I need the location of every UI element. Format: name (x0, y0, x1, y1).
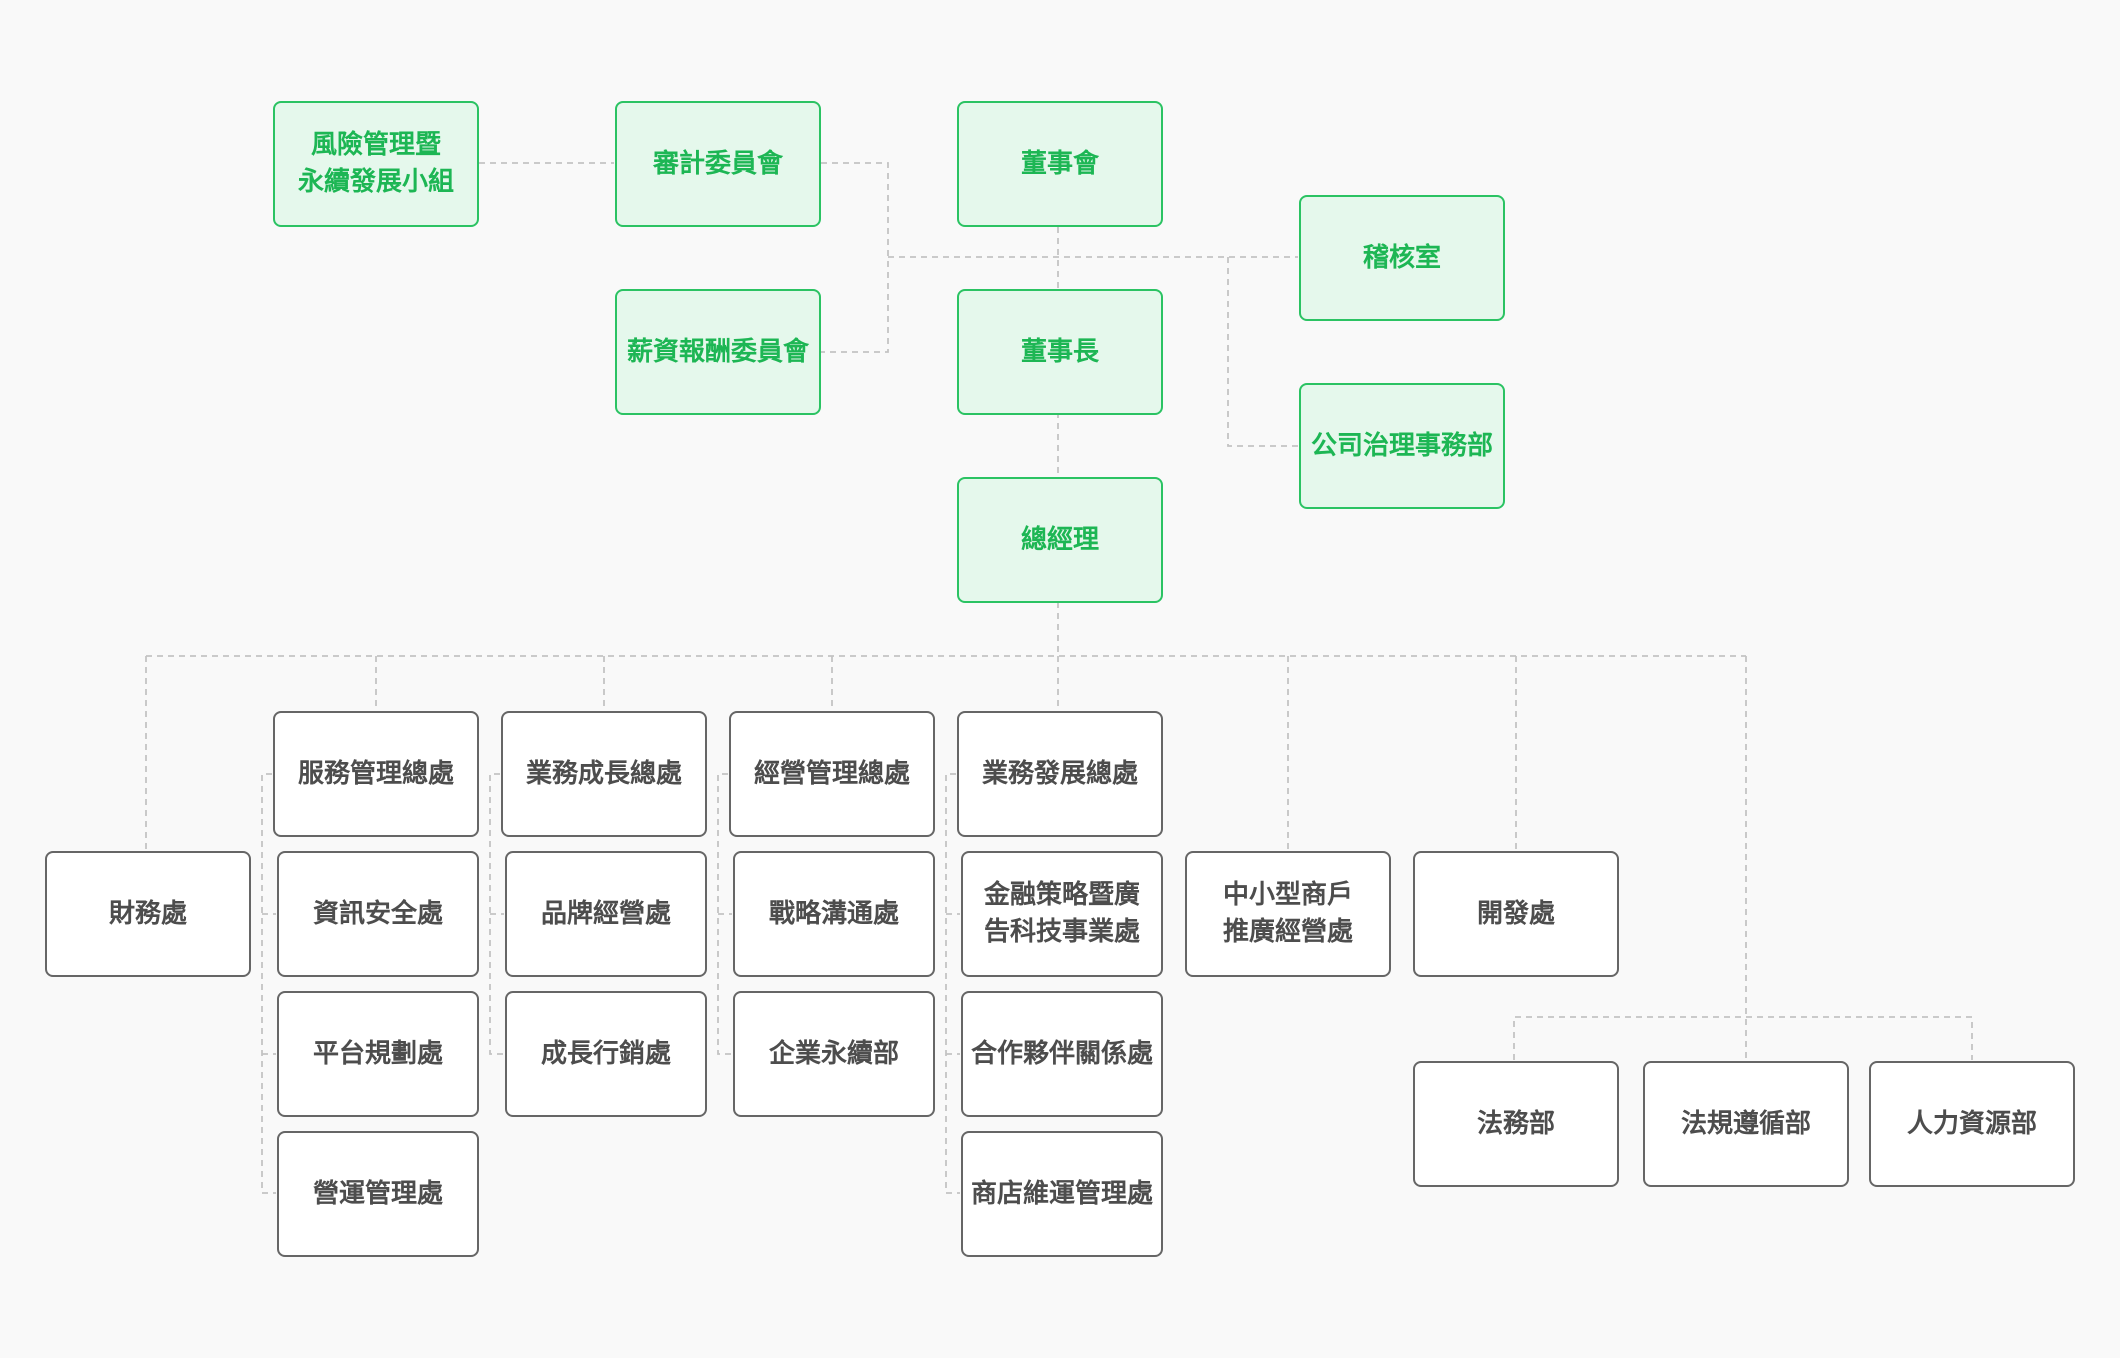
platform-planning-box[interactable]: 平台規劃處 (277, 991, 479, 1117)
business-development-division-box[interactable]: 業務發展總處 (957, 711, 1163, 837)
connector (1227, 257, 1298, 447)
fintech-adtech-box[interactable]: 金融策略暨廣 告科技事業處 (961, 851, 1163, 977)
partner-relations-box[interactable]: 合作夥伴關係處 (961, 991, 1163, 1117)
corporate-governance-box[interactable]: 公司治理事務部 (1299, 383, 1505, 509)
connector (489, 773, 504, 1055)
connector (261, 773, 276, 1194)
connector (945, 773, 960, 1194)
corporate-sustainability-box[interactable]: 企業永續部 (733, 991, 935, 1117)
information-security-box[interactable]: 資訊安全處 (277, 851, 479, 977)
connector (821, 162, 889, 353)
audit-committee-box[interactable]: 審計委員會 (615, 101, 821, 227)
compensation-committee-box[interactable]: 薪資報酬委員會 (615, 289, 821, 415)
chairman-box[interactable]: 董事長 (957, 289, 1163, 415)
service-management-division-box[interactable]: 服務管理總處 (273, 711, 479, 837)
legal-department-box[interactable]: 法務部 (1413, 1061, 1619, 1187)
board-of-directors-box[interactable]: 董事會 (957, 101, 1163, 227)
president-box[interactable]: 總經理 (957, 477, 1163, 603)
connector (717, 773, 732, 1055)
compliance-department-box[interactable]: 法規遵循部 (1643, 1061, 1849, 1187)
operations-management-division-box[interactable]: 經營管理總處 (729, 711, 935, 837)
strategic-communication-box[interactable]: 戰略溝通處 (733, 851, 935, 977)
connector (1513, 1016, 1973, 1060)
development-department-box[interactable]: 開發處 (1413, 851, 1619, 977)
brand-management-box[interactable]: 品牌經營處 (505, 851, 707, 977)
internal-audit-box[interactable]: 稽核室 (1299, 195, 1505, 321)
growth-marketing-box[interactable]: 成長行銷處 (505, 991, 707, 1117)
business-growth-division-box[interactable]: 業務成長總處 (501, 711, 707, 837)
operations-management-box[interactable]: 營運管理處 (277, 1131, 479, 1257)
sme-promotion-box[interactable]: 中小型商戶 推廣經營處 (1185, 851, 1391, 977)
human-resources-box[interactable]: 人力資源部 (1869, 1061, 2075, 1187)
risk-management-group-box[interactable]: 風險管理暨 永續發展小組 (273, 101, 479, 227)
merchant-operations-box[interactable]: 商店維運管理處 (961, 1131, 1163, 1257)
finance-department-box[interactable]: 財務處 (45, 851, 251, 977)
